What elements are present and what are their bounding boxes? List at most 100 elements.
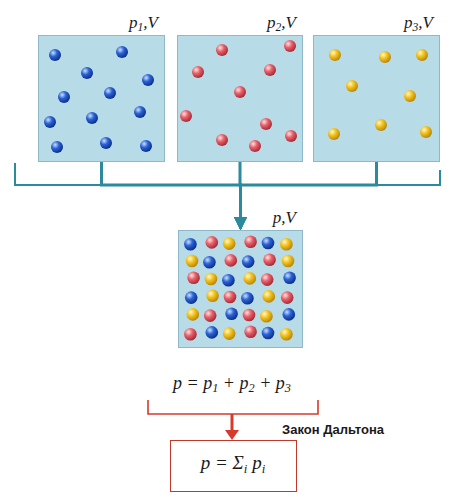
molecule	[280, 328, 293, 341]
glyph	[235, 373, 240, 393]
glyph: p	[276, 373, 285, 393]
molecule	[328, 128, 340, 140]
glyph: V	[286, 13, 296, 32]
law-formula-box: p = Σi pi	[170, 440, 297, 492]
glyph	[182, 373, 187, 393]
molecule	[262, 327, 275, 340]
molecule	[241, 292, 254, 305]
glyph	[255, 373, 260, 393]
molecule	[346, 80, 358, 92]
molecule	[205, 273, 218, 286]
glyph: 1	[138, 21, 144, 34]
glyph: Σ	[233, 452, 244, 473]
pressure-volume-label: p,V	[273, 208, 296, 228]
molecule	[44, 116, 56, 128]
glyph: т	[355, 422, 361, 437]
glyph	[228, 452, 233, 473]
molecule	[224, 291, 237, 304]
red-bracket	[148, 400, 318, 414]
molecule	[192, 66, 204, 78]
molecule	[187, 272, 200, 285]
molecule	[185, 291, 198, 304]
glyph: +	[223, 373, 235, 393]
glyph: p	[273, 208, 282, 227]
glyph: н	[369, 422, 377, 437]
red-arrow-shaft	[231, 414, 234, 431]
molecule	[285, 130, 297, 142]
glyph: а	[290, 422, 297, 437]
molecule	[244, 326, 257, 339]
glyph: p	[252, 452, 262, 473]
molecule	[234, 86, 246, 98]
molecule	[261, 273, 274, 286]
glyph: V	[423, 13, 433, 32]
glyph: p	[267, 13, 276, 32]
molecule	[203, 256, 216, 269]
molecule	[140, 140, 152, 152]
glyph: н	[312, 422, 320, 437]
glyph: ,	[281, 13, 285, 32]
formula-text: p = p1 + p2 + p3	[173, 372, 291, 399]
merge-arrow	[102, 162, 241, 229]
glyph: V	[148, 13, 158, 32]
glyph	[218, 373, 223, 393]
molecule	[260, 118, 272, 130]
pressure-volume-label: p3,V	[404, 13, 433, 38]
molecule	[284, 40, 296, 52]
gas-volume	[177, 35, 303, 162]
glyph: 1	[212, 381, 218, 395]
glyph: i	[244, 461, 248, 476]
pressure-volume-label: p1,V	[129, 13, 158, 38]
molecule	[49, 49, 61, 61]
box-fills	[38, 35, 440, 348]
glyph: =	[215, 452, 228, 473]
molecule	[281, 291, 294, 304]
glyph: 3	[285, 381, 291, 395]
gas-box: p3,V	[313, 35, 440, 162]
gas-box: p1,V	[38, 35, 165, 162]
molecule	[216, 44, 228, 56]
molecule	[242, 255, 255, 268]
molecule	[186, 255, 199, 268]
glyph	[210, 452, 215, 473]
molecule	[249, 140, 261, 152]
pressure-volume-label: p2,V	[267, 13, 296, 38]
molecule	[329, 49, 341, 61]
glyph: +	[259, 373, 271, 393]
molecule	[282, 255, 295, 268]
molecule	[104, 87, 116, 99]
molecule	[260, 310, 273, 323]
merge-arrow	[241, 162, 377, 229]
gas-volume	[178, 230, 303, 348]
molecule	[204, 309, 217, 322]
glyph: V	[286, 208, 296, 227]
formula-text: p = Σi pi	[201, 451, 266, 481]
molecule	[184, 238, 197, 251]
molecule	[206, 236, 219, 249]
molecule	[283, 308, 296, 321]
glyph: о	[304, 422, 312, 437]
glyph	[271, 373, 276, 393]
molecule	[100, 137, 112, 149]
law-name: Закон Дальтона	[282, 421, 384, 438]
molecule	[375, 119, 387, 131]
molecule	[142, 74, 154, 86]
glyph: 2	[249, 381, 255, 395]
molecule	[134, 106, 146, 118]
molecule	[206, 290, 219, 303]
molecule	[223, 327, 236, 340]
molecule	[58, 91, 70, 103]
glyph: ,	[143, 13, 147, 32]
glyph: p	[203, 373, 212, 393]
molecule	[416, 49, 428, 61]
molecule	[263, 253, 276, 266]
glyph: =	[187, 373, 199, 393]
molecule	[379, 51, 391, 63]
molecule	[243, 309, 256, 322]
glyph	[199, 373, 204, 393]
molecule	[86, 112, 98, 124]
molecule	[283, 272, 296, 285]
glyph: ,	[418, 13, 422, 32]
